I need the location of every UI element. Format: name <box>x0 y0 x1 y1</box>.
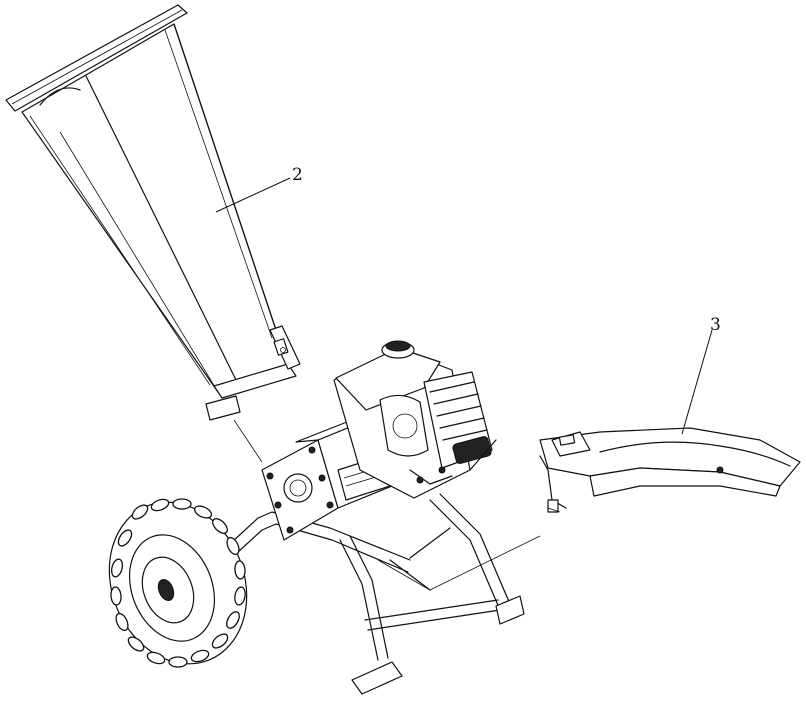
wheel <box>108 498 248 668</box>
cooling-fins <box>429 381 488 441</box>
wheel-tread <box>110 498 246 668</box>
callout-2-leader <box>215 177 291 213</box>
trailer-frame <box>231 493 525 695</box>
engine <box>333 340 497 499</box>
callout-3-leader <box>681 329 713 435</box>
discharge-chute <box>539 427 801 513</box>
callout-2-label: 2 <box>292 165 303 185</box>
assembly-centerlines <box>59 131 561 591</box>
callout-3-label: 3 <box>710 315 721 335</box>
feed-hopper <box>5 4 301 421</box>
